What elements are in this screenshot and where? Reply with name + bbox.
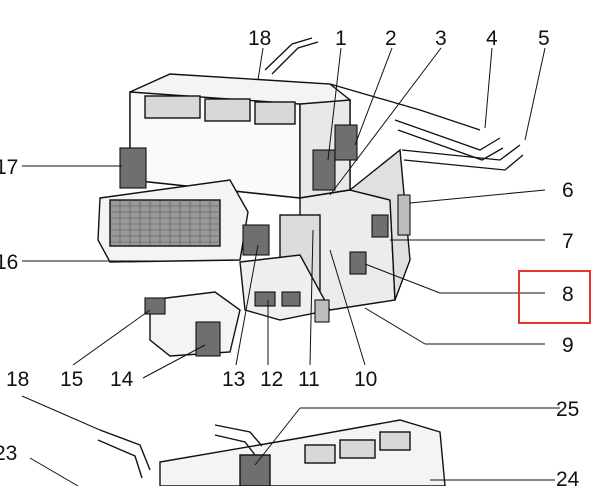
callout-14: 14: [110, 368, 134, 391]
callout-6-right: 6: [562, 179, 574, 202]
hvac-housing-upper: [97, 73, 411, 357]
actuators-and-sensors: [119, 124, 411, 357]
callout-17: 17: [0, 156, 18, 179]
callout-9: 9: [562, 334, 574, 357]
hvac-housing-lower: [97, 419, 446, 487]
callout-7-right: 7: [562, 230, 574, 253]
callout-12: 12: [260, 368, 283, 391]
callout-2: 2: [385, 27, 397, 50]
callout-18-top: 18: [248, 27, 271, 50]
callout-16: 16: [0, 251, 18, 274]
callout-8: 8: [562, 283, 574, 306]
callout-15: 15: [60, 368, 83, 391]
callout-11: 11: [298, 368, 320, 391]
callout-13: 13: [222, 368, 245, 391]
callout-10: 10: [354, 368, 377, 391]
callout-8-highlight-box: [518, 270, 591, 324]
leader-lines: [21, 47, 560, 487]
callout-23: 23: [0, 442, 17, 465]
callout-labels: 18 1 2 3 4 5 17 6 16 7 8 9 15 14 13 12 1…: [0, 27, 580, 491]
callout-4: 4: [486, 27, 498, 50]
callout-25: 25: [556, 398, 579, 421]
callout-24: 24: [556, 468, 580, 486]
callout-1: 1: [335, 27, 347, 50]
callout-18-bottom: 18: [6, 368, 29, 391]
callout-3: 3: [435, 27, 447, 50]
coolant-pipes-upper: [264, 37, 524, 171]
callout-5: 5: [538, 27, 550, 50]
